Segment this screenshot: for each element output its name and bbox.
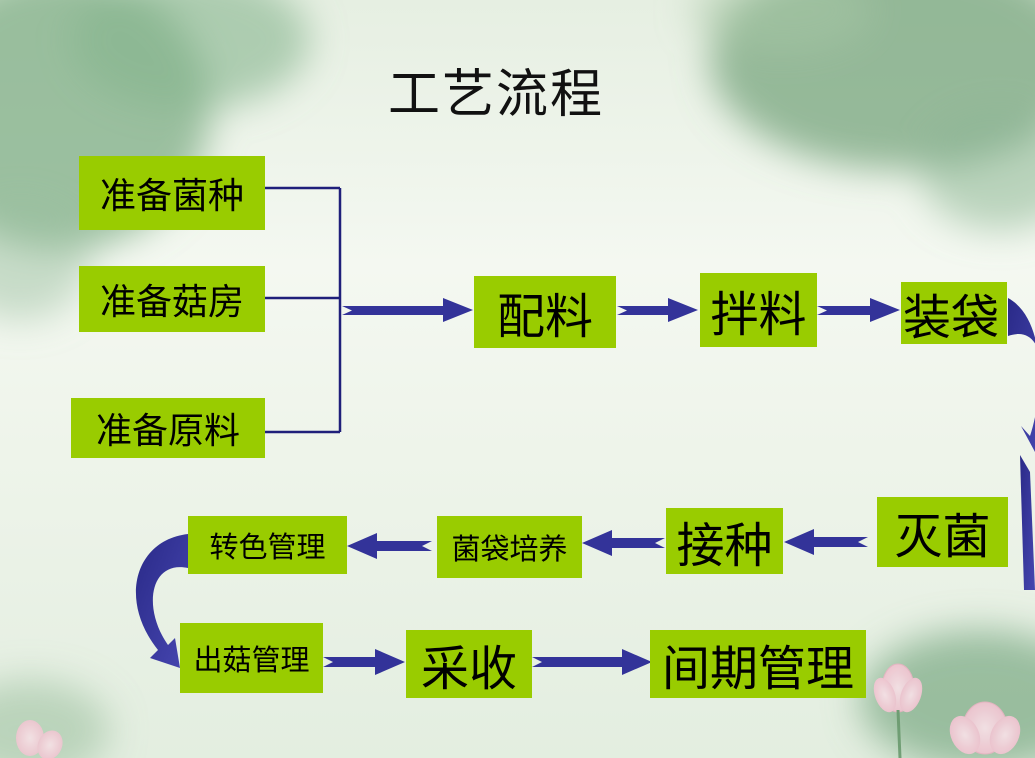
step-color-mgmt: 转色管理 bbox=[188, 516, 347, 574]
lotus-decoration-left bbox=[16, 720, 63, 758]
arrow-mix-to-stir bbox=[617, 298, 698, 322]
arrow-bag-to-sterilize-lower bbox=[1020, 455, 1035, 590]
arrow-inoculate-to-culture bbox=[582, 530, 665, 556]
step-inoculate: 接种 bbox=[666, 508, 783, 574]
arrow-harvest-to-interval bbox=[532, 649, 652, 675]
arrow-color-to-fruiting bbox=[135, 534, 188, 668]
arrow-prep-to-mix bbox=[342, 298, 473, 322]
step-prep-material: 准备原料 bbox=[71, 398, 265, 458]
step-mix: 配料 bbox=[474, 276, 616, 348]
arrow-fruiting-to-harvest bbox=[323, 649, 405, 675]
arrow-sterilize-to-inoculate bbox=[784, 529, 868, 555]
arrow-culture-to-color bbox=[347, 533, 432, 559]
leaf-decoration-left bbox=[0, 0, 310, 320]
step-harvest: 采收 bbox=[406, 630, 532, 698]
step-bag: 装袋 bbox=[901, 282, 1007, 346]
page-title: 工艺流程 bbox=[388, 65, 605, 125]
prep-bracket-connector bbox=[265, 186, 342, 434]
step-stir: 拌料 bbox=[700, 273, 817, 347]
step-sterilize: 灭菌 bbox=[877, 497, 1008, 567]
step-prep-spawn: 准备菌种 bbox=[79, 156, 265, 230]
leaf-decoration-right bbox=[690, 0, 1035, 230]
step-culture: 菌袋培养 bbox=[437, 516, 582, 578]
step-fruiting-mgmt: 出菇管理 bbox=[180, 623, 323, 693]
arrow-bag-to-sterilize bbox=[1008, 298, 1035, 452]
lotus-decoration bbox=[873, 663, 1021, 758]
arrow-stir-to-bag bbox=[817, 298, 900, 322]
step-prep-room: 准备菇房 bbox=[79, 266, 265, 332]
step-interval-mgmt: 间期管理 bbox=[650, 630, 866, 698]
